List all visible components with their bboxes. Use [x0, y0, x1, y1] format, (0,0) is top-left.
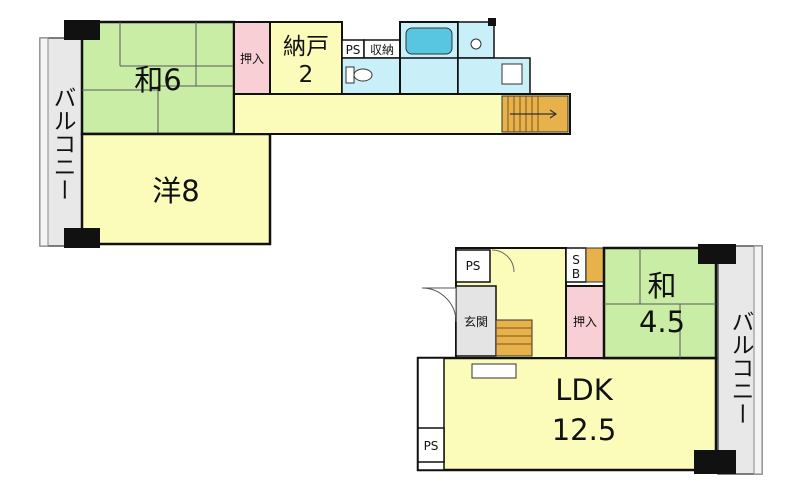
label-ldk: LDK [555, 373, 613, 407]
ps-box-bottom [417, 427, 445, 463]
pillar [694, 450, 736, 474]
label-ps-upper: PS [346, 43, 361, 57]
room-nando-2 [269, 21, 343, 95]
kitchen-counter [471, 363, 517, 379]
room-washitsu-4-5 [602, 246, 718, 360]
label-oshiire-upper: 押入 [240, 52, 264, 66]
pillar-wet [488, 18, 496, 26]
label-balcony-left: バルコニー [49, 86, 76, 201]
balcony-right-railing [753, 245, 763, 475]
label-washitsu-size: 4.5 [639, 305, 685, 339]
lower-floor: PS S B 玄関 押入 和 4.5 LDK 12.5 PS バルコニー [416, 244, 763, 475]
pillar [698, 244, 736, 264]
label-washitsu-6: 和6 [134, 63, 181, 97]
label-yoshitsu-8: 洋8 [152, 174, 199, 208]
label-balcony-right: バルコニー [727, 310, 754, 425]
entrance-door-icon [421, 287, 457, 323]
room-yoshitsu-8 [80, 132, 272, 246]
washer-icon [501, 63, 523, 85]
bathtub-icon [405, 27, 453, 55]
door-arc-icon [491, 249, 515, 273]
tatami-lines [82, 22, 234, 134]
closet-oshiire-lower [565, 285, 605, 359]
label-shuno: 収納 [370, 43, 394, 57]
label-washitsu: 和 [647, 269, 676, 303]
room-ldk [416, 356, 718, 472]
label-oshiire-lower: 押入 [573, 315, 597, 329]
stairs-lower [495, 319, 533, 357]
ps-box-top [455, 249, 491, 283]
upper-floor: 和6 洋8 納戸 2 押入 PS 収納 バルコニー [39, 18, 571, 248]
label-ps-bottom: PS [424, 439, 439, 453]
label-nando: 納戸 [283, 34, 329, 60]
stairs-upper [501, 95, 569, 133]
sink-icon [470, 38, 482, 50]
tatami-lines-lower [604, 248, 716, 358]
stairs-small [585, 247, 605, 283]
pillar [64, 20, 100, 40]
label-genkan: 玄関 [464, 314, 488, 329]
label-sb-b: B [572, 267, 580, 281]
balcony-left-railing [39, 37, 49, 247]
label-nando-size: 2 [299, 62, 314, 88]
pillar [64, 228, 100, 248]
toilet-icon [345, 66, 373, 84]
label-ps-top: PS [466, 259, 481, 273]
label-sb-s: S [572, 253, 580, 267]
label-ldk-size: 12.5 [552, 413, 617, 447]
